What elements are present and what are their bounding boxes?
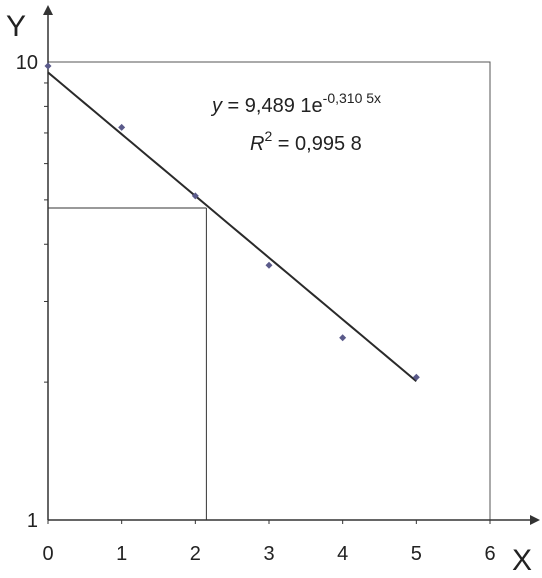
y-tick-label: 1 <box>27 510 38 532</box>
x-ticks: 0 1 2 3 4 5 6 <box>42 520 496 565</box>
r-squared-value: = 0,995 8 <box>272 133 362 155</box>
r-squared-sup: 2 <box>264 128 272 144</box>
equation-main: = 9,489 1e <box>222 95 323 117</box>
data-point <box>265 261 273 269</box>
x-tick-label: 4 <box>337 543 348 565</box>
data-points <box>44 62 420 381</box>
x-tick-label: 1 <box>116 543 127 565</box>
y-tick-label: 10 <box>16 52 38 74</box>
data-point <box>44 62 52 70</box>
x-axis-title: X <box>512 544 532 577</box>
trendline <box>47 71 417 382</box>
y-ticks: 1 10 <box>16 52 48 532</box>
equation-y-var: y <box>210 95 223 117</box>
x-tick-label: 0 <box>42 543 53 565</box>
r-squared-label: R2 = 0,995 8 <box>250 128 362 155</box>
data-point <box>118 123 126 131</box>
reference-lines <box>48 207 207 520</box>
x-tick-label: 5 <box>411 543 422 565</box>
x-tick-label: 3 <box>263 543 274 565</box>
data-point <box>412 373 420 381</box>
y-axis-title: Y <box>6 10 26 43</box>
equation-label: y = 9,489 1e-0,310 5x <box>210 90 381 117</box>
data-point <box>339 334 347 342</box>
x-tick-label: 6 <box>484 543 495 565</box>
r-squared-var: R <box>250 133 264 155</box>
equation-exponent: -0,310 5x <box>323 90 381 106</box>
x-tick-label: 2 <box>190 543 201 565</box>
data-point <box>191 192 199 200</box>
